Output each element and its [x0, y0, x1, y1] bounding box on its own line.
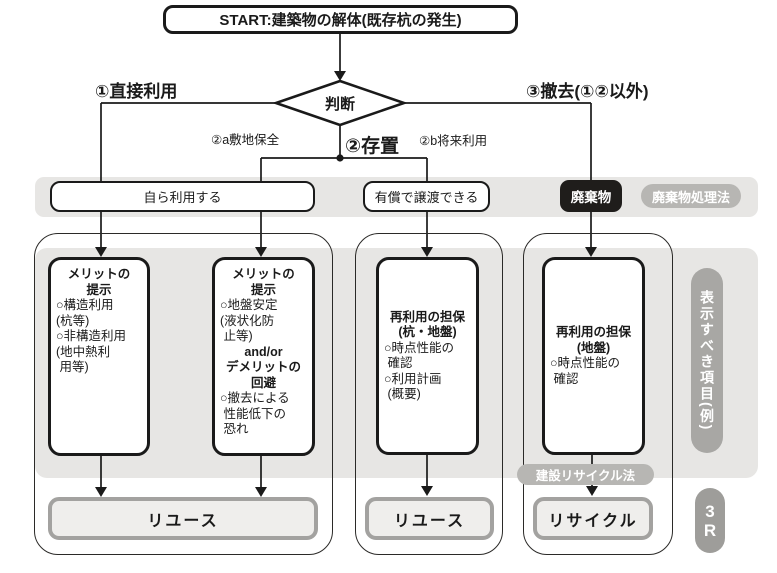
paid-transfer-box: 有償で譲渡できる [363, 181, 490, 212]
branch-label-future-use: ②b将来利用 [419, 134, 488, 148]
output-reuse-middle: リユース [365, 497, 494, 540]
reuse-label: リユース [393, 512, 466, 530]
group-leave-in-place [355, 233, 503, 555]
branch-label-site-preservation: ②a敷地保全 [211, 133, 280, 147]
branch-label-direct-use: ①直接利用 [95, 82, 178, 101]
waste-law-pill: 廃棄物処理法 [641, 184, 741, 208]
card-heading: 再利用の担保 (杭・地盤) [389, 309, 465, 340]
card-heading2: デメリットの 回避 [225, 360, 301, 390]
card-heading: メリットの 提示 [67, 267, 131, 297]
three-r-pill: 3R [695, 488, 725, 553]
card-heading: メリットの 提示 [232, 267, 295, 297]
decision-label: 判断 [324, 95, 355, 113]
card-merit-direct: メリットの 提示 ○構造利用 (杭等) ○非構造利用 (地中熱利 用等) [48, 257, 150, 456]
output-recycle: リサイクル [533, 497, 653, 540]
decision-diamond [272, 79, 408, 127]
card-reuse-guarantee-ground: 再利用の担保 (地盤) ○時点性能の 確認 [542, 257, 645, 455]
self-use-box: 自ら利用する [50, 181, 315, 212]
waste-label: 廃棄物 [570, 190, 612, 205]
group-direct-use [34, 233, 333, 555]
group-removal [523, 233, 673, 555]
card-body: ○地盤安定 (液状化防 止等) [220, 298, 278, 343]
card-heading: 再利用の担保 (地盤) [555, 325, 631, 355]
waste-box: 廃棄物 [560, 180, 622, 212]
branch-label-leave-in-place: ②存置 [345, 136, 400, 157]
output-reuse-left: リユース [48, 497, 318, 540]
waste-law-label: 廃棄物処理法 [651, 189, 730, 205]
recycle-label: リサイクル [548, 512, 638, 530]
card-body: ○時点性能の 確認 ○利用計画 (概要) [384, 340, 455, 402]
self-use-label: 自ら利用する [143, 190, 222, 205]
items-to-display-pill: 表示すべき項目(例) [691, 268, 723, 453]
branch-label-removal: ③撤去(①②以外) [526, 82, 649, 101]
card-connector-andor: and/or [244, 344, 283, 359]
arrowheads [95, 71, 598, 497]
card-body: ○構造利用 (杭等) ○非構造利用 (地中熱利 用等) [56, 298, 127, 374]
card-reuse-guarantee-pile-ground: 再利用の担保 (杭・地盤) ○時点性能の 確認 ○利用計画 (概要) [376, 257, 479, 455]
construction-recycle-law-pill: 建設リサイクル法 [517, 464, 654, 485]
reuse-label: リユース [147, 512, 219, 530]
card-body2: ○撤去による 性能低下の 恐れ [220, 391, 290, 436]
start-label: START:建築物の解体(既存杭の発生) [219, 12, 462, 29]
card-merit-demerit: メリットの 提示 ○地盤安定 (液状化防 止等) and/or デメリットの 回… [212, 257, 315, 456]
paid-transfer-label: 有償で譲渡できる [374, 190, 479, 205]
start-node: START:建築物の解体(既存杭の発生) [163, 5, 518, 34]
construction-recycle-law-label: 建設リサイクル法 [535, 469, 636, 483]
card-body: ○時点性能の 確認 [550, 356, 621, 386]
